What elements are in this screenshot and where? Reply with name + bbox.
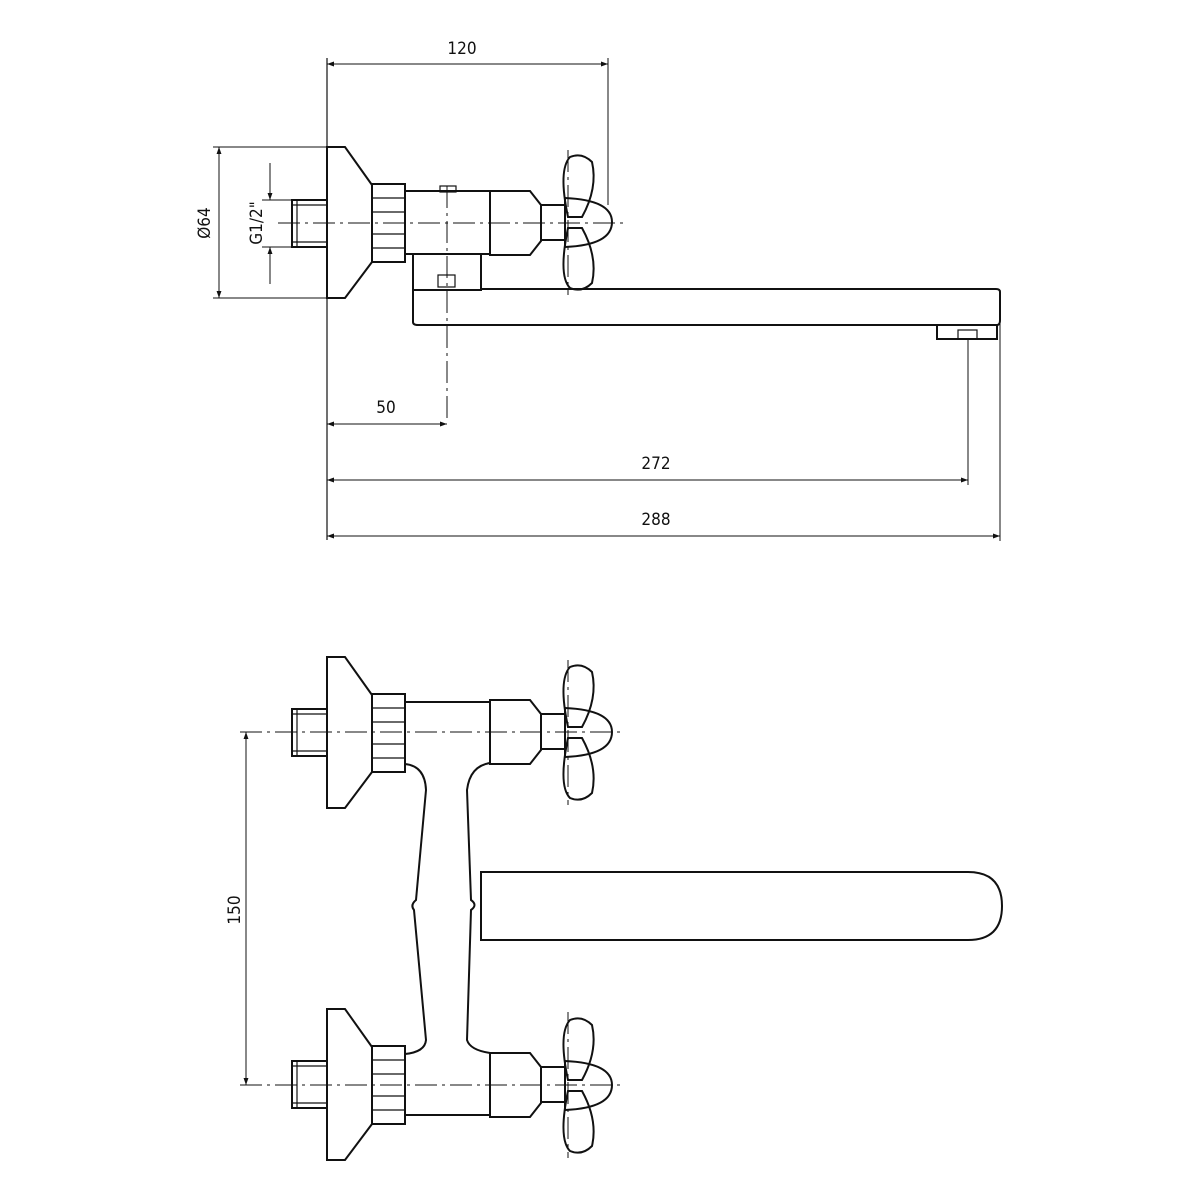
top-view: 150 (225, 656, 1004, 1161)
dim-120: 120 (447, 39, 476, 59)
dim-150: 150 (225, 895, 245, 924)
dim-diameter-64: Ø64 (195, 207, 215, 239)
dim-272: 272 (641, 454, 670, 474)
side-view: 120 Ø64 G1/2" 50 272 288 (195, 39, 1001, 541)
dim-288: 288 (641, 510, 670, 530)
dim-50: 50 (376, 398, 395, 418)
dim-thread-g12: G1/2" (247, 201, 267, 245)
